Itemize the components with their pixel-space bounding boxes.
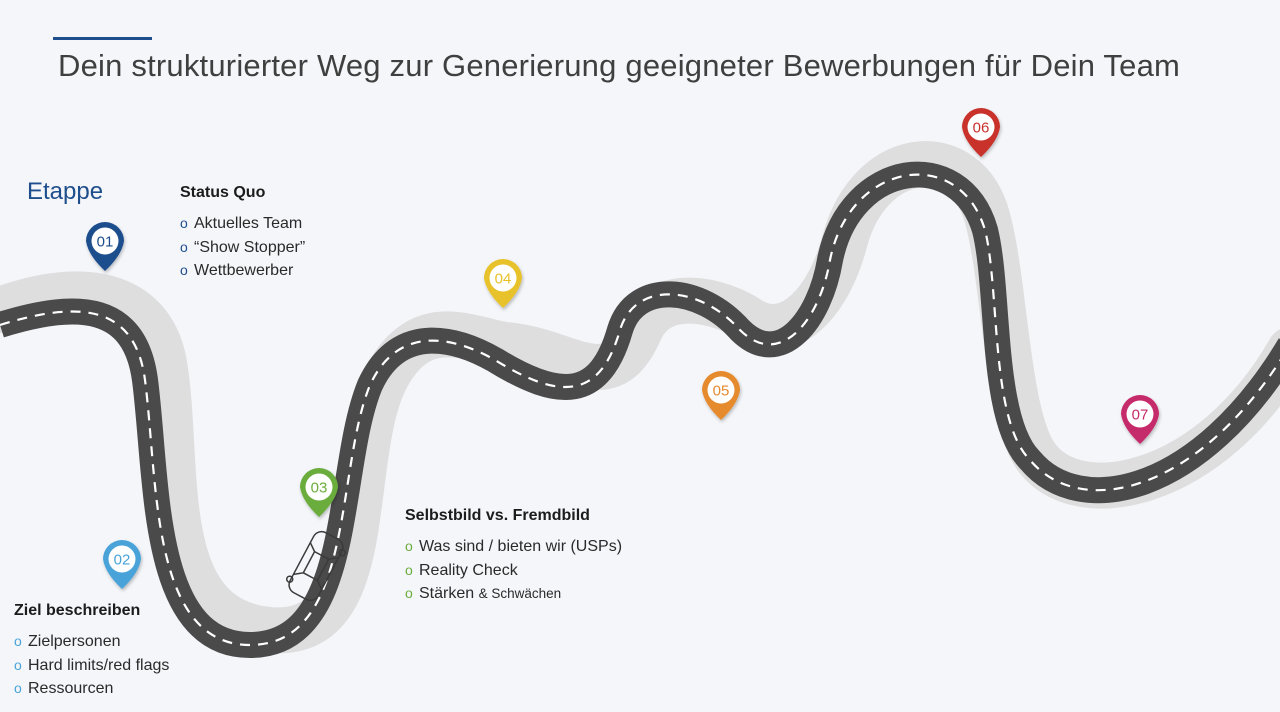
stage-pin-01: 01 xyxy=(86,222,124,271)
etappe-label: Etappe xyxy=(27,178,104,205)
page-title: Dein strukturierter Weg zur Generierung … xyxy=(58,48,1181,83)
stage-number: 06 xyxy=(973,120,990,137)
pin-center xyxy=(707,376,735,404)
car-icon xyxy=(285,530,347,602)
pin-center xyxy=(967,113,995,141)
road-lane-markings xyxy=(0,173,1280,647)
stage-number: 02 xyxy=(114,552,131,569)
pin-center xyxy=(91,227,119,255)
selbstbild-heading: Selbstbild vs. Fremdbild xyxy=(405,507,590,524)
stage-pin-02: 02 xyxy=(103,540,141,589)
stage-pins: 01 02 03 04 05 06 07 xyxy=(86,108,1159,589)
list-item: o“Show Stopper” xyxy=(180,238,306,256)
stage-pin-04: 04 xyxy=(484,259,522,308)
ziel-heading: Ziel beschreiben xyxy=(14,602,141,619)
pin-center xyxy=(489,264,517,292)
stage-number: 05 xyxy=(713,383,730,400)
pin-center xyxy=(108,545,136,573)
stage-number: 01 xyxy=(97,234,114,251)
stage-pin-05: 05 xyxy=(702,371,740,420)
status-quo-heading: Status Quo xyxy=(180,184,266,201)
stage-number: 07 xyxy=(1132,407,1149,424)
stage-pin-03: 03 xyxy=(300,468,338,517)
pin-center xyxy=(305,473,333,501)
stage-pin-07: 07 xyxy=(1121,395,1159,444)
stage-pin-06: 06 xyxy=(962,108,1000,157)
stage-number: 03 xyxy=(311,480,328,497)
pin-center xyxy=(1126,400,1154,428)
stage-number: 04 xyxy=(495,271,512,288)
accent-line xyxy=(53,37,152,40)
